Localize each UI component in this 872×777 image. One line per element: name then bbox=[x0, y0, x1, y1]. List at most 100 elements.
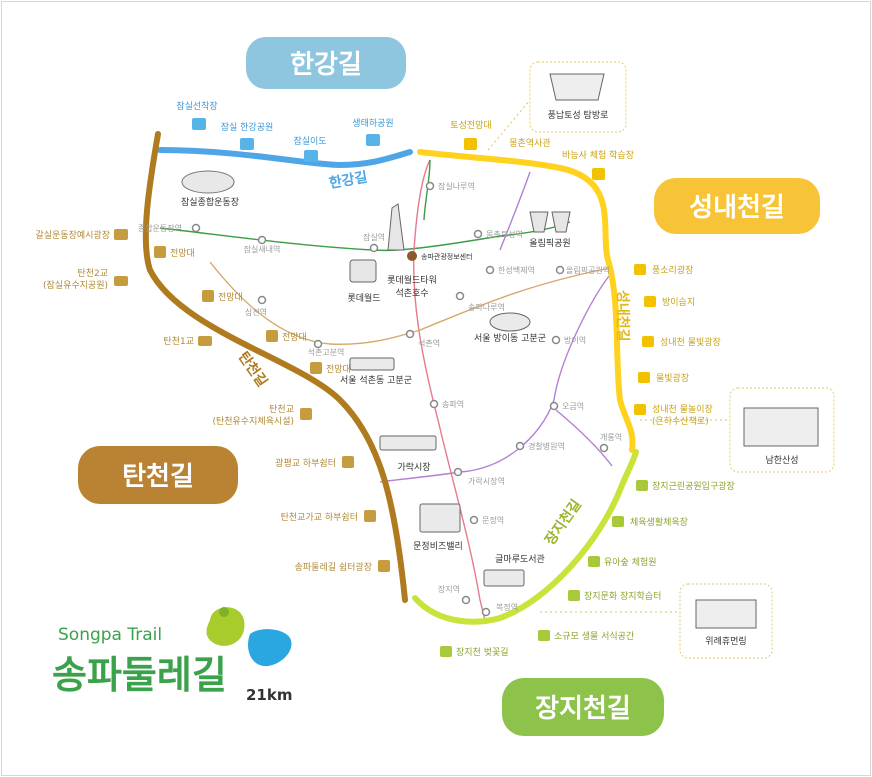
label-hangang-text: 한강길 bbox=[290, 50, 362, 80]
poi-tancheon-bridge: 탄천교 bbox=[269, 404, 294, 415]
subway-line-8 bbox=[413, 159, 487, 625]
hangang-route-label: 한강길 bbox=[328, 168, 369, 191]
lotte-tower-icon bbox=[387, 203, 405, 251]
rest-icon-3 bbox=[378, 560, 390, 572]
station-marker bbox=[369, 243, 379, 253]
station-marker bbox=[257, 235, 267, 245]
label-tancheon-text: 탄천길 bbox=[122, 462, 194, 492]
fortress-icon bbox=[549, 73, 605, 101]
poi-group-seongnae: 토성전망대 몽촌역사관 바능사 체험 학습장 풍소리광장 방이습지 성내천 물빛… bbox=[450, 120, 721, 427]
station-jamsil: 잠실역 bbox=[363, 232, 385, 242]
callout-wirye: 위례휴먼링 bbox=[679, 583, 773, 659]
trail-hangang bbox=[157, 147, 413, 169]
label-seongnae: 성내천길 bbox=[654, 178, 820, 234]
label-hangang: 한강길 bbox=[246, 37, 406, 89]
stadium-icon bbox=[181, 170, 235, 194]
callout-pungnap-label: 풍납토성 탐방로 bbox=[548, 109, 609, 121]
poi-jangji-entrance: 장지근린공원입구광장 bbox=[652, 480, 735, 492]
callout-wirye-label: 위례휴먼링 bbox=[705, 635, 746, 647]
eco-park-icon bbox=[366, 134, 380, 146]
station-marker bbox=[429, 399, 439, 409]
subway-line-5b bbox=[499, 171, 531, 251]
station-bokjeong: 복정역 bbox=[496, 602, 518, 612]
olympic-park-icon bbox=[529, 211, 571, 233]
landmarks: 잠실종합운동장 롯데월드타워 석촌호수 롯데월드 송파관광정보센터 올림픽공원 … bbox=[181, 170, 571, 587]
lotte-world-icon bbox=[349, 259, 377, 283]
forest-icon bbox=[588, 556, 600, 567]
station-sports-complex: 종합운동장역 bbox=[138, 223, 182, 233]
rest-icon-2 bbox=[364, 510, 376, 522]
landmark-stadium: 잠실종합운동장 bbox=[181, 197, 239, 208]
station-marker bbox=[455, 291, 465, 301]
poi-group-tancheon: 갈실운동장예시광장 탄천2교 (잠실유수지공원) 전망대 전망대 전망대 전망대… bbox=[35, 229, 390, 573]
human-ring-icon bbox=[695, 599, 757, 629]
poi-observatory-1: 전망대 bbox=[170, 248, 195, 259]
poi-milky-way-path: (은하수산책로) bbox=[652, 415, 709, 427]
landmark-seokchon-lake: 석촌호수 bbox=[395, 288, 428, 299]
observatory-icon-3 bbox=[266, 330, 278, 342]
subway-line-9 bbox=[209, 261, 611, 345]
station-seokchon: 석촌역 bbox=[418, 338, 440, 348]
station-hanseong-baekje: 한성백제역 bbox=[498, 265, 535, 275]
poi-forest-experience: 유아숲 체험원 bbox=[604, 557, 657, 568]
library-icon bbox=[483, 569, 525, 587]
landmark-lotte-world: 롯데월드 bbox=[347, 292, 380, 304]
garak-market-icon bbox=[379, 435, 437, 451]
subway-line-green-north bbox=[423, 159, 431, 221]
poi-observatory-2: 전망대 bbox=[218, 292, 243, 303]
learning-icon bbox=[592, 168, 605, 180]
brand-block: Songpa Trail 송파둘레길 21km bbox=[52, 607, 292, 704]
label-tancheon-bg bbox=[78, 446, 238, 504]
dock-icon bbox=[192, 118, 206, 130]
poi-observatory-3: 전망대 bbox=[282, 332, 307, 343]
poi-jamsil-reservoir: (잠실유수지공원) bbox=[43, 280, 108, 291]
poi-learning-center: 바능사 체험 학습장 bbox=[562, 150, 634, 161]
seongnae-route-label: 성내천길 bbox=[614, 290, 630, 342]
water-play-icon bbox=[634, 404, 646, 415]
poi-tancheon-sports: (탄천유수지체육시설) bbox=[212, 416, 294, 427]
poi-tancheon2: 탄천2교 bbox=[77, 268, 108, 279]
poi-stadium-plaza: 갈실운동장예시광장 bbox=[35, 229, 110, 241]
observatory-icon-4 bbox=[310, 362, 322, 374]
poi-jamsil-dock: 잠실선착장 bbox=[176, 101, 217, 112]
connector-lines bbox=[487, 99, 730, 613]
stations: 종합운동장역 잠실새내역 잠실역 몽촌토성역 잠실나루역 한성백제역 올림픽공원… bbox=[138, 181, 622, 617]
station-marker bbox=[599, 443, 609, 453]
station-marker bbox=[549, 401, 559, 411]
station-marker bbox=[481, 607, 491, 617]
station-marker bbox=[425, 181, 435, 191]
seokchon-tomb-icon bbox=[349, 357, 395, 371]
station-marker bbox=[515, 441, 525, 451]
poi-tancheon1: 탄천1교 bbox=[163, 336, 194, 347]
subway-line-5c bbox=[555, 409, 613, 467]
observatory-icon-2 bbox=[202, 290, 214, 302]
park-icon bbox=[240, 138, 254, 150]
landmark-tourist-info: 송파관광정보센터 bbox=[421, 252, 473, 261]
station-olympic-park: 올림픽공원역 bbox=[566, 265, 610, 275]
landmark-bangi-tombs: 서울 방이동 고분군 bbox=[474, 333, 546, 344]
poi-toseong-observatory: 토성전망대 bbox=[450, 120, 491, 131]
station-jamsil-saenae: 잠실새내역 bbox=[244, 244, 281, 254]
landmark-lotte-tower: 롯데월드타워 bbox=[387, 274, 437, 286]
label-seongnae-text: 성내천길 bbox=[689, 193, 785, 223]
poi-mongchon-museum: 몽촌역사관 bbox=[509, 138, 550, 149]
landmark-olympic-park: 올림픽공원 bbox=[529, 237, 570, 249]
light-plaza-icon bbox=[638, 372, 650, 383]
parking-icon bbox=[114, 229, 128, 240]
station-marker bbox=[469, 515, 479, 525]
observatory-icon bbox=[464, 138, 477, 150]
connector-pungnap bbox=[487, 99, 531, 151]
label-tancheon: 탄천길 bbox=[78, 446, 238, 504]
mascot-leaf-icon bbox=[219, 607, 229, 617]
island-icon bbox=[304, 150, 318, 162]
brand-title-en: Songpa Trail bbox=[58, 625, 162, 645]
station-ogeum: 오금역 bbox=[562, 401, 584, 411]
poi-sports: 체육생활체육장 bbox=[630, 516, 688, 528]
station-garak-market: 가락시장역 bbox=[468, 476, 505, 486]
poi-light-plaza: 물빛광장 bbox=[656, 372, 689, 384]
poi-tancheon-overpass-rest: 탄천교가교 하부쉼터 bbox=[281, 512, 358, 523]
entrance-plaza-icon bbox=[636, 480, 648, 491]
poi-jamsil-park: 잠실 한강공원 bbox=[221, 122, 274, 133]
station-police-hospital: 경찰병원역 bbox=[528, 441, 565, 451]
